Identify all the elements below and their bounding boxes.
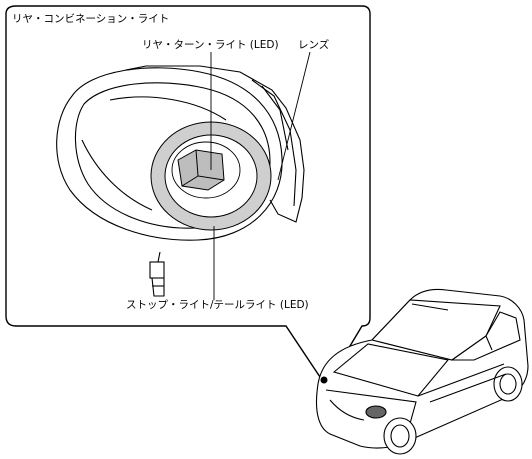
car-lamp-highlight xyxy=(320,376,328,384)
label-turn-light: リヤ・ターン・ライト (LED) xyxy=(142,39,279,51)
lamp-illustration xyxy=(56,65,305,241)
leader-lens xyxy=(277,51,311,181)
label-stop-tail-light: ストップ・ライト/テールライト (LED) xyxy=(126,299,309,311)
connector-plug xyxy=(149,251,165,297)
car-illustration xyxy=(315,288,529,455)
diagram-title: リヤ・コンビネーション・ライト xyxy=(12,13,170,25)
turn-light-led xyxy=(177,149,225,191)
label-lens: レンズ xyxy=(298,39,330,51)
